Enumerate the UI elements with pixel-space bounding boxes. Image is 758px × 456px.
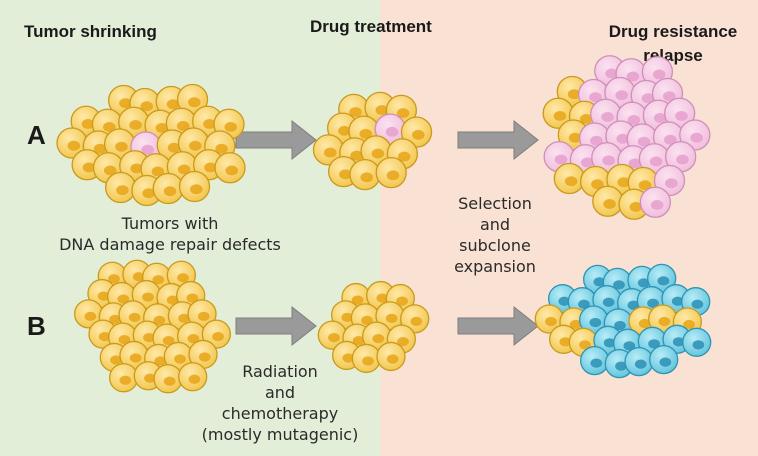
caption-radiation: Radiation and chemotherapy (mostly mutag… (200, 361, 360, 445)
yellow-tumor-cell (131, 279, 161, 310)
yellow-tumor-cell (312, 134, 345, 166)
caption-tumors: Tumors with DNA damage repair defects (40, 213, 300, 255)
yellow-tumor-cell (375, 156, 407, 189)
yellow-tumor-cell (104, 171, 137, 204)
caption-selection-line3: subclone (459, 236, 531, 255)
arrow-b2 (457, 305, 539, 347)
caption-tumors-line2: DNA damage repair defects (59, 235, 281, 254)
yellow-tumor-cell (375, 301, 405, 331)
blue-resistant-cell (580, 345, 610, 376)
yellow-tumor-cell (376, 341, 406, 372)
caption-tumors-line1: Tumors with (121, 214, 219, 233)
yellow-tumor-cell (214, 152, 246, 184)
drug-resistance-panel (380, 0, 758, 456)
yellow-tumor-cell (351, 343, 381, 374)
cell-clusters (56, 55, 712, 394)
yellow-tumor-cell (201, 319, 232, 349)
yellow-tumor-cell (400, 304, 430, 334)
yellow-tumor-cell (109, 363, 139, 393)
cluster-a-relapse (542, 55, 711, 220)
caption-selection-line2: and (479, 215, 511, 234)
yellow-tumor-cell (553, 162, 585, 195)
row-label-b: B (27, 311, 46, 341)
yellow-tumor-cell (177, 127, 210, 159)
yellow-tumor-cell (178, 362, 208, 392)
arrow-a1 (235, 119, 317, 161)
cluster-b-treated (317, 280, 430, 374)
caption-radiation-line1: Radiation (242, 362, 318, 381)
row-label-a: A (27, 120, 46, 150)
blue-resistant-cell (579, 305, 609, 335)
yellow-tumor-cell (400, 116, 433, 148)
yellow-tumor-cell (153, 364, 183, 394)
cluster-a-treated (312, 91, 433, 191)
arrow-b1 (235, 305, 317, 347)
caption-selection-line1: Selection (458, 194, 532, 213)
yellow-tumor-cell (317, 320, 347, 350)
cluster-a-initial (56, 83, 246, 207)
header-drug-treatment: Drug treatment (310, 17, 432, 36)
caption-radiation-line4: (mostly mutagenic) (201, 425, 359, 444)
yellow-tumor-cell (349, 158, 381, 191)
yellow-tumor-cell (188, 339, 218, 370)
blue-resistant-cell (624, 346, 654, 377)
caption-selection-line4: expansion (454, 257, 536, 276)
header-tumor-shrinking: Tumor shrinking (24, 22, 157, 41)
blue-resistant-cell (649, 344, 679, 375)
header-drug-resistance-line1: Drug resistance (608, 22, 738, 41)
yellow-tumor-cell (648, 304, 678, 334)
pink-resistant-cell (679, 119, 711, 151)
yellow-tumor-cell (542, 97, 574, 129)
blue-resistant-cell (682, 327, 712, 357)
caption-selection: Selection and subclone expansion (430, 193, 560, 277)
cluster-b-relapse (534, 263, 712, 379)
caption-radiation-line3: chemotherapy (221, 404, 339, 423)
yellow-tumor-cell (592, 185, 624, 217)
yellow-tumor-cell (118, 106, 150, 138)
yellow-tumor-cell (152, 172, 184, 205)
pink-resistant-cell (639, 186, 672, 218)
pink-resistant-cell (591, 142, 623, 174)
process-arrows (235, 119, 539, 347)
yellow-tumor-cell (56, 127, 88, 159)
yellow-tumor-cell (178, 170, 211, 203)
pink-resistant-cell (653, 164, 686, 197)
caption-radiation-line2: and (264, 383, 296, 402)
pink-resistant-cell (665, 141, 697, 173)
arrow-a2 (457, 119, 539, 161)
cluster-b-initial (73, 259, 232, 394)
